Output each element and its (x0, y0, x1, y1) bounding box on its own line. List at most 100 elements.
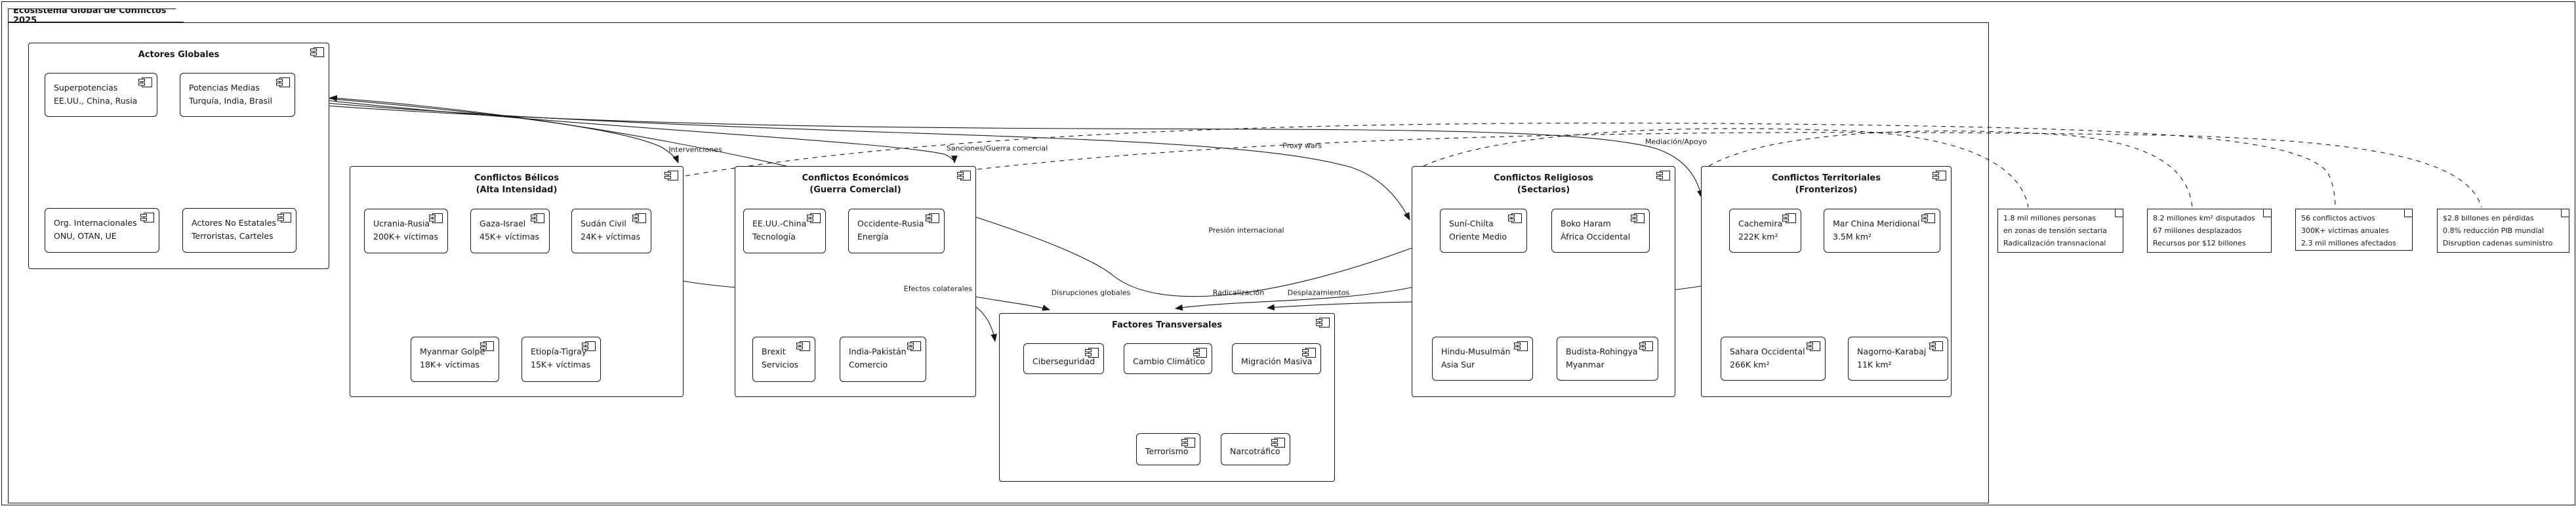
edge-label: Desplazamientos (1287, 288, 1350, 297)
note-fold-icon (2263, 209, 2272, 217)
component-label: Narcotráfico (1230, 446, 1280, 456)
relation-arrow (325, 98, 679, 164)
package-title: Conflictos Territoriales (1772, 173, 1881, 183)
component-label: Comercio (849, 360, 888, 369)
component-label: Potencias Medias (189, 83, 260, 93)
component-label: Cachemira (1738, 219, 1783, 228)
note-line: 67 millones desplazados (2153, 226, 2242, 235)
package-title: Actores Globales (138, 50, 220, 60)
component-label: 222K km² (1738, 232, 1778, 242)
component-icon (1921, 213, 1935, 227)
component-icon (429, 213, 443, 227)
component-label: 15K+ víctimas (531, 360, 591, 369)
edge-label: Efectos colaterales (903, 284, 973, 293)
component-label: Ucrania-Rusia (373, 219, 430, 228)
package-title: Conflictos Económicos (802, 173, 909, 183)
component-icon (1085, 348, 1099, 362)
component-box: Cachemira 222K km² (1729, 209, 1801, 253)
note-connector-line (977, 132, 2482, 208)
component-icon (480, 341, 494, 355)
component-box: Terrorismo (1136, 433, 1200, 465)
component-icon (582, 341, 596, 355)
frame-title-tab: Ecosistema Global de Conflictos 2025 (8, 9, 184, 22)
component-icon (1807, 341, 1820, 355)
component-label: Sahara Occidental (1730, 347, 1805, 356)
note-line: 0.8% reducción PIB mundial (2443, 226, 2545, 235)
note-line: 300K+ víctimas anuales (2301, 226, 2389, 235)
edge-label: Mediación/Apoyo (1645, 137, 1707, 146)
component-label: Cambio Climático (1133, 356, 1205, 366)
component-icon (1181, 438, 1195, 452)
note-connector-line (1708, 131, 2193, 208)
component-icon (1271, 438, 1285, 452)
component-icon (807, 213, 821, 227)
component-label: India-Pakistán (849, 347, 907, 356)
package-subtitle: (Guerra Comercial) (809, 185, 901, 195)
component-box: Narcotráfico (1221, 433, 1290, 465)
component-label: Servicios (762, 360, 799, 369)
relation-arrow (329, 95, 1412, 297)
component-label: 45K+ víctimas (480, 232, 540, 242)
component-label: Suní-Chiíta (1449, 219, 1494, 228)
component-label: Nagorno-Karabaj (1857, 347, 1927, 356)
component-icon (531, 213, 544, 227)
component-icon (276, 77, 290, 91)
component-label: EE.UU.-China (752, 219, 807, 228)
component-icon (1514, 341, 1528, 355)
component-icon (1193, 348, 1207, 362)
component-label: 11K km² (1857, 360, 1892, 369)
note-fold-icon (2404, 209, 2413, 217)
note-line: 1.8 mil millones personas (2003, 214, 2096, 222)
component-label: Migración Masiva (1241, 356, 1313, 366)
component-icon (1782, 213, 1796, 227)
component-label: Mar China Meridional (1833, 219, 1920, 228)
relation-arrow (974, 296, 1051, 311)
edge-label: Intervenciones (668, 145, 722, 154)
note-line: Recursos por $12 billones (2153, 239, 2246, 247)
package-subtitle: (Sectarios) (1517, 185, 1570, 195)
edge-label: Proxy wars (1282, 141, 1322, 150)
edge-label: Sanciones/Guerra comercial (946, 144, 1048, 153)
component-icon (926, 213, 939, 227)
edge-label: Radicalización (1212, 288, 1265, 297)
component-label: Ciberseguridad (1032, 356, 1095, 366)
component-label: Brexit (762, 347, 786, 356)
component-label: Myanmar Golpe (420, 347, 485, 356)
note-connector-line (1423, 128, 2029, 208)
component-label: Actores No Estatales (192, 218, 276, 228)
component-icon (796, 341, 810, 355)
note-line: $2.8 billones en pérdidas (2443, 214, 2534, 222)
package-subtitle: (Fronterizos) (1795, 185, 1858, 195)
note-fold-icon (2561, 209, 2569, 217)
edge-label: Disrupciones globales (1051, 288, 1131, 297)
component-icon (1656, 171, 1670, 183)
component-label: Budista-Rohingya (1566, 347, 1638, 356)
component-label: Occidente-Rusia (857, 219, 924, 228)
component-icon (140, 213, 154, 226)
package-conflictos-belicos: Conflictos Bélicos(Alta Intensidad) (350, 166, 684, 397)
component-icon (1302, 348, 1316, 362)
component-label: Terrorismo (1145, 446, 1189, 456)
note-line: Disruption cadenas suministro (2443, 239, 2553, 247)
component-icon (1932, 171, 1946, 183)
component-label: Oriente Medio (1449, 232, 1507, 242)
